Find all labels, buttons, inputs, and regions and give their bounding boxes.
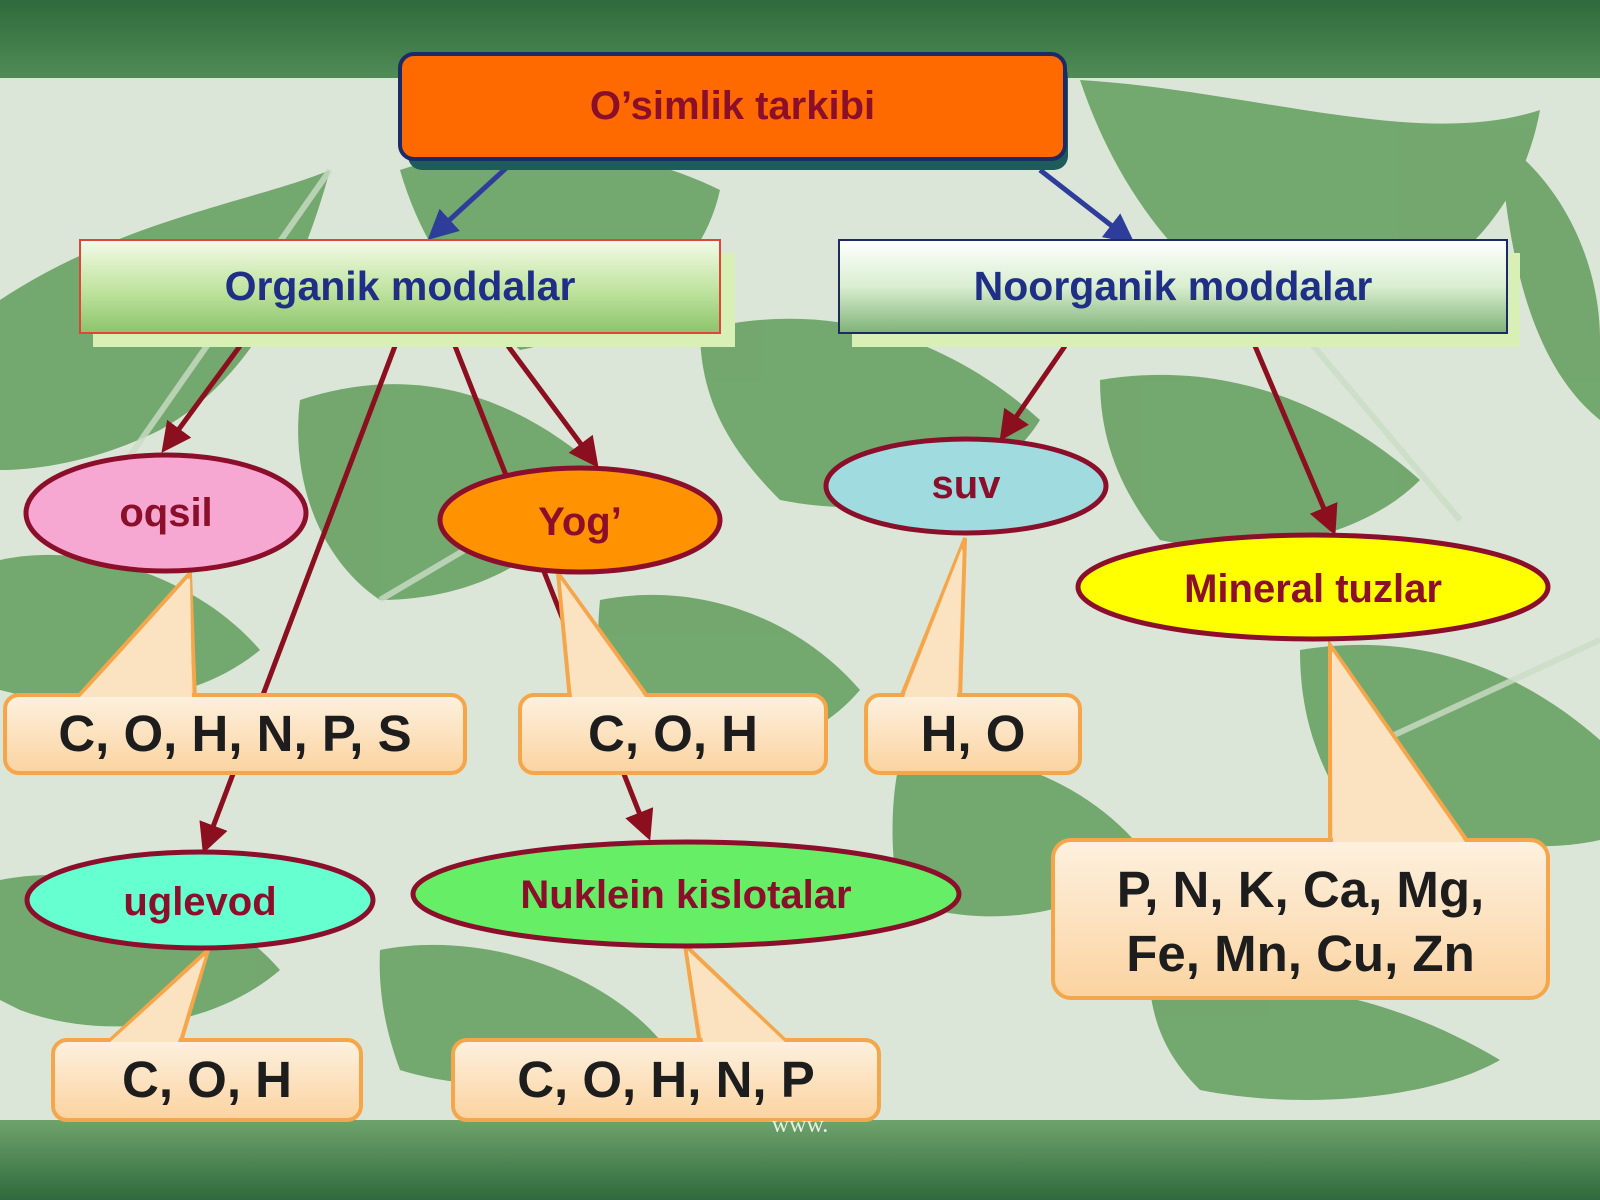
elements-yog: C, O, H — [587, 705, 758, 762]
noorganik-box — [838, 239, 1508, 334]
elements-mineral-line1: P, N, K, Ca, Mg, — [1116, 861, 1485, 918]
node-yog-label: Yog’ — [538, 500, 622, 544]
node-uglevod-label: uglevod — [123, 880, 277, 924]
connector-noorganik-suv — [999, 344, 1068, 441]
oqsil-ellipse — [23, 452, 309, 574]
yog-ellipse — [437, 465, 723, 575]
connector-organik-yog — [505, 344, 599, 468]
elements-oqsil: C, O, H, N, P, S — [58, 705, 412, 762]
node-mineral-label: Mineral tuzlar — [1184, 567, 1442, 611]
node-nuklein-label: Nuklein kislotalar — [520, 873, 852, 917]
elements-suv: H, O — [920, 705, 1026, 762]
category-noorganik-label: Noorganik moddalar — [973, 263, 1373, 309]
suv-ellipse — [823, 436, 1109, 536]
callout-uglevod — [51, 943, 363, 1122]
watermark-text: www. — [771, 1111, 829, 1138]
elements-nuklein: C, O, H, N, P — [517, 1051, 815, 1108]
organik-box — [79, 239, 721, 334]
elements-uglevod: C, O, H — [121, 1051, 292, 1108]
connector-root-noorganik — [1038, 168, 1135, 244]
callout-oqsil — [3, 568, 467, 775]
callout-nuklein — [451, 939, 881, 1122]
node-suv-label: suv — [931, 462, 1001, 507]
callout-mineral — [1051, 638, 1550, 1000]
connector-root-organik — [427, 158, 517, 241]
elements-mineral-line2: Fe, Mn, Cu, Zn — [1126, 925, 1475, 982]
root-box — [398, 52, 1067, 161]
nuklein-ellipse — [410, 839, 962, 949]
callout-yog — [518, 565, 828, 775]
bottom-band — [0, 1120, 1600, 1200]
callout-suv — [864, 537, 1082, 775]
mineral-ellipse — [1075, 532, 1551, 642]
root-label: O’simlik tarkibi — [589, 84, 876, 128]
node-oqsil-label: oqsil — [119, 490, 213, 535]
uglevod-ellipse — [24, 849, 376, 951]
connector-organik-oqsil — [161, 344, 243, 453]
category-organik-label: Organik moddalar — [224, 263, 576, 309]
connector-noorganik-mineral — [1252, 345, 1338, 536]
